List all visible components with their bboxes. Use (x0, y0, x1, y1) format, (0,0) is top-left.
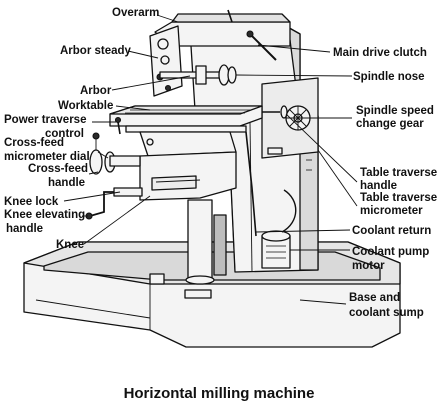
label-main-drive-clutch: Main drive clutch (333, 47, 427, 59)
label-knee: Knee (56, 239, 84, 251)
figure-caption: Horizontal milling machine (124, 385, 315, 402)
power-traverse-lever (114, 116, 122, 135)
label-worktable: Worktable (58, 100, 113, 112)
leader-worktable (115, 105, 151, 111)
labels: Overarm Arbor steady Main drive clutch A… (4, 7, 437, 319)
leader-arbor-steady (127, 50, 159, 59)
arbor-steady (149, 25, 183, 97)
knee (139, 151, 237, 201)
label-coolant-pump-2: motor (352, 260, 385, 272)
label-spindle-speed: Spindle speed (356, 105, 434, 117)
label-cross-feed-handle-2: handle (48, 177, 85, 189)
leader-coolant-return (255, 229, 351, 233)
leader-arbor (111, 75, 191, 91)
label-overarm: Overarm (112, 7, 159, 19)
elevating-screw (185, 199, 227, 285)
label-table-traverse-handle: Table traverse (360, 167, 437, 179)
leader-main-drive-clutch (257, 44, 331, 53)
label-arbor-steady: Arbor steady (60, 45, 132, 57)
label-power-traverse: Power traverse (4, 114, 86, 126)
label-knee-elevating: Knee elevating (4, 209, 85, 221)
leader-base-sump (299, 299, 347, 305)
leader-lines (63, 14, 358, 305)
label-table-traverse-micrometer: Table traverse (360, 192, 437, 204)
leader-knee-lock (63, 191, 121, 202)
label-arbor: Arbor (80, 85, 112, 97)
knee-elevating-crank (85, 187, 143, 220)
label-table-traverse-micrometer-2: micrometer (360, 205, 423, 217)
cross-feed-handwheel (89, 132, 141, 175)
leader-spindle-nose (235, 74, 353, 77)
label-knee-lock: Knee lock (4, 196, 59, 208)
label-cross-feed-handle: Cross-feed (28, 163, 88, 175)
worktable (109, 105, 263, 133)
leader-overarm (156, 14, 179, 23)
label-coolant-pump: Coolant pump (352, 246, 429, 258)
label-cross-feed-dial: Cross-feed (4, 137, 64, 149)
label-power-traverse-2: control (45, 128, 84, 140)
leader-table-traverse-micrometer (317, 149, 358, 207)
leader-knee (83, 195, 151, 245)
table-traverse-handle (262, 105, 288, 119)
label-base-sump: Base and (349, 292, 400, 304)
leader-table-traverse-handle (285, 113, 358, 183)
label-spindle-nose: Spindle nose (353, 71, 425, 83)
label-base-sump-2: coolant sump (349, 307, 424, 319)
label-cross-feed-dial-2: micrometer dial (4, 151, 90, 163)
coolant-return-pipe (245, 131, 257, 237)
leader-cross-feed-dial (97, 151, 109, 159)
coolant-pump-motor (261, 189, 297, 269)
main-drive-clutch (227, 9, 277, 61)
label-table-traverse-handle-2: handle (360, 180, 397, 192)
leader-cross-feed-handle (88, 171, 99, 175)
machine-illustration (23, 9, 401, 348)
label-knee-elevating-2: handle (6, 223, 43, 235)
label-spindle-speed-2: change gear (356, 118, 424, 130)
label-coolant-return: Coolant return (352, 225, 431, 237)
